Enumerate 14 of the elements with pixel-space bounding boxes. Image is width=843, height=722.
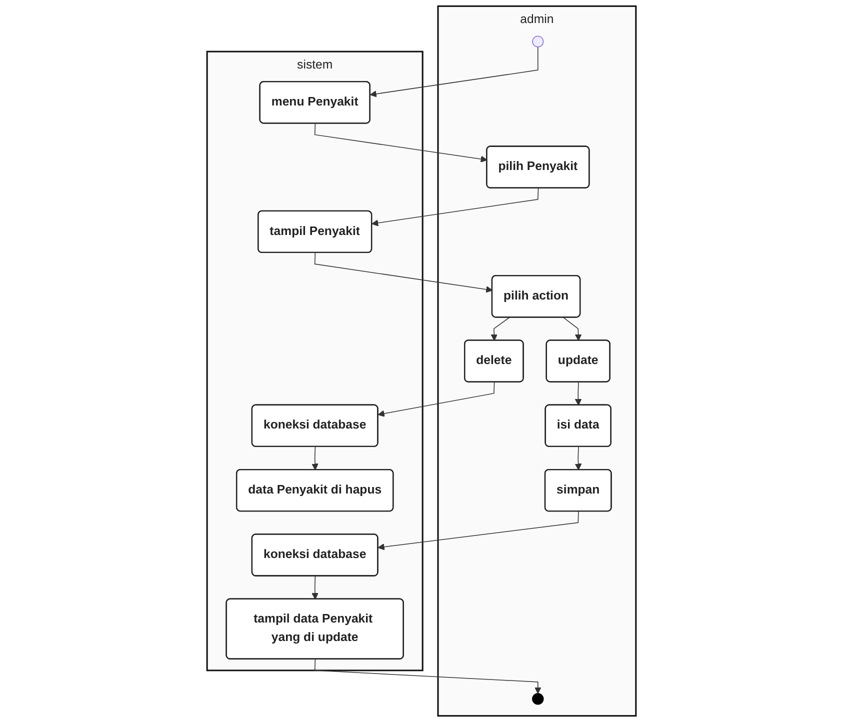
arrow xyxy=(314,123,488,162)
arrow xyxy=(574,446,582,470)
arrow xyxy=(370,46,538,98)
arrow xyxy=(314,658,542,694)
arrow xyxy=(563,317,582,341)
arrow xyxy=(312,446,318,470)
arrow xyxy=(490,317,510,341)
arrow xyxy=(378,511,579,550)
arrow xyxy=(314,252,493,293)
arrow xyxy=(312,576,318,600)
arrow xyxy=(378,382,495,417)
arrow xyxy=(372,188,539,226)
arrow xyxy=(574,382,582,406)
node-circle xyxy=(532,36,544,48)
